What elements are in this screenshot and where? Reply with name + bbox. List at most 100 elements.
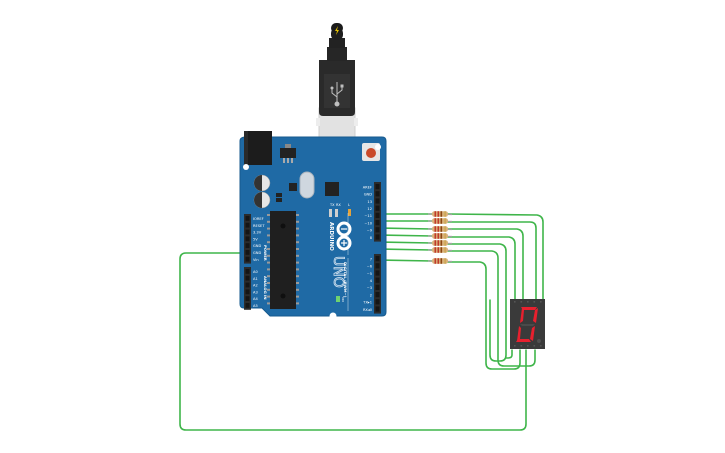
pin-7[interactable] [375, 256, 380, 262]
pin-12[interactable] [375, 205, 380, 211]
pin-10[interactable] [375, 220, 380, 226]
pin-label: GND [364, 193, 372, 197]
pin-13[interactable] [375, 198, 380, 204]
wire-pin8-left[interactable] [379, 248, 433, 251]
led-rx [335, 209, 338, 217]
resistor[interactable] [427, 258, 453, 264]
bolt-icon [335, 26, 339, 35]
pin-label: A1 [253, 277, 258, 281]
power-jack [246, 131, 272, 165]
led-on-label: ON [341, 297, 345, 302]
pin-gnd[interactable] [375, 191, 380, 197]
wire-pin9-left[interactable] [379, 241, 433, 244]
wire-pin13-right[interactable] [447, 213, 544, 301]
arduino-uno-board[interactable]: TX RX L ARDUINO UNO ON IOREFRESET3.3V5VG… [239, 131, 387, 320]
pin-label: IOREF [253, 217, 264, 221]
pin-label: RX◂0 [363, 308, 373, 312]
pin-5[interactable] [375, 270, 380, 276]
pin-a1[interactable] [245, 275, 250, 281]
pin-label: ~10 [364, 221, 372, 225]
pin-gnd[interactable] [245, 250, 250, 255]
mounting-hole [375, 144, 381, 150]
wires [179, 213, 544, 431]
wire-pin7-right[interactable] [447, 261, 521, 370]
pin-5v[interactable] [245, 236, 250, 242]
pin-9[interactable] [375, 227, 380, 233]
pin-8[interactable] [375, 234, 380, 240]
wire-pin11-right[interactable] [447, 228, 524, 301]
wire-pin8-right[interactable] [447, 250, 536, 367]
decimal-point [537, 339, 541, 343]
pin-reset[interactable] [245, 222, 250, 228]
resistor[interactable] [427, 211, 453, 217]
usb-chip [325, 182, 339, 196]
analog-section-label: ANALOG IN [263, 276, 268, 300]
capacitors [253, 174, 271, 209]
segment-b [533, 308, 538, 323]
pin-label: TX▸1 [362, 301, 372, 305]
wire-pin11-left[interactable] [379, 227, 433, 230]
mounting-hole [243, 164, 249, 170]
display-digit-value: 0 [0, 0, 1, 1]
wire-gnd[interactable] [179, 252, 527, 431]
wire-pin10-right[interactable] [447, 236, 516, 301]
pin-gnd[interactable] [245, 243, 250, 248]
digital-section-label: DIGITAL (PWM~) [343, 262, 348, 298]
resistor[interactable] [427, 233, 453, 239]
pin-label: A3 [253, 290, 258, 294]
digital-top-header [374, 182, 381, 242]
wire-pin10-left[interactable] [379, 234, 433, 237]
wire-pin12-right[interactable] [447, 221, 537, 301]
segment-c [530, 326, 535, 341]
pin-a4[interactable] [245, 296, 250, 301]
resistors [427, 211, 453, 264]
pin-label: ~6 [367, 265, 373, 269]
pin-label: ~5 [367, 272, 372, 276]
power-section-label: POWER [263, 245, 268, 261]
wire-pin7-left[interactable] [379, 259, 433, 262]
resistor[interactable] [427, 226, 453, 232]
pin-ioref[interactable] [245, 216, 250, 221]
led-l-label: L [348, 203, 350, 207]
pin-label: ~3 [367, 286, 372, 290]
arduino-logo [336, 221, 352, 251]
pin-4[interactable] [375, 277, 380, 283]
analog-header [244, 267, 251, 310]
resistor[interactable] [427, 247, 453, 253]
pin-label: GND [253, 251, 261, 255]
segment-d [516, 339, 531, 342]
pin-a3[interactable] [245, 289, 250, 295]
pin-tx1[interactable] [375, 299, 380, 305]
pin-label: AREF [363, 185, 372, 189]
wire-pin9-right[interactable] [447, 243, 507, 362]
resistor[interactable] [427, 218, 453, 224]
resistor[interactable] [427, 240, 453, 246]
pin-11[interactable] [375, 212, 380, 218]
segment-g [520, 324, 535, 326]
seven-segment-display[interactable]: 0 [0, 0, 545, 349]
wire-loop-a[interactable] [505, 349, 513, 359]
led-on [336, 296, 340, 302]
segment-a [521, 307, 537, 310]
pin-label: 8 [370, 236, 373, 240]
pin-33v[interactable] [245, 229, 250, 235]
pin-rx0[interactable] [375, 306, 380, 312]
pin-label: ~9 [367, 229, 373, 233]
pin-a0[interactable] [245, 269, 250, 274]
led-l [348, 209, 351, 216]
pin-aref[interactable] [375, 184, 380, 190]
pin-label: 12 [367, 207, 372, 211]
pin-6[interactable] [375, 263, 380, 269]
pin-a2[interactable] [245, 282, 250, 288]
pin-label: 4 [370, 279, 373, 283]
pin-2[interactable] [375, 292, 380, 298]
led-tx [329, 209, 332, 217]
pin-vin[interactable] [245, 256, 250, 262]
brand-label: ARDUINO [328, 222, 334, 251]
pin-a5[interactable] [245, 303, 250, 308]
pin-3[interactable] [375, 284, 380, 290]
segment-f [520, 308, 524, 323]
pin-label: GND [253, 244, 261, 248]
led-tx-label: TX [329, 203, 335, 207]
